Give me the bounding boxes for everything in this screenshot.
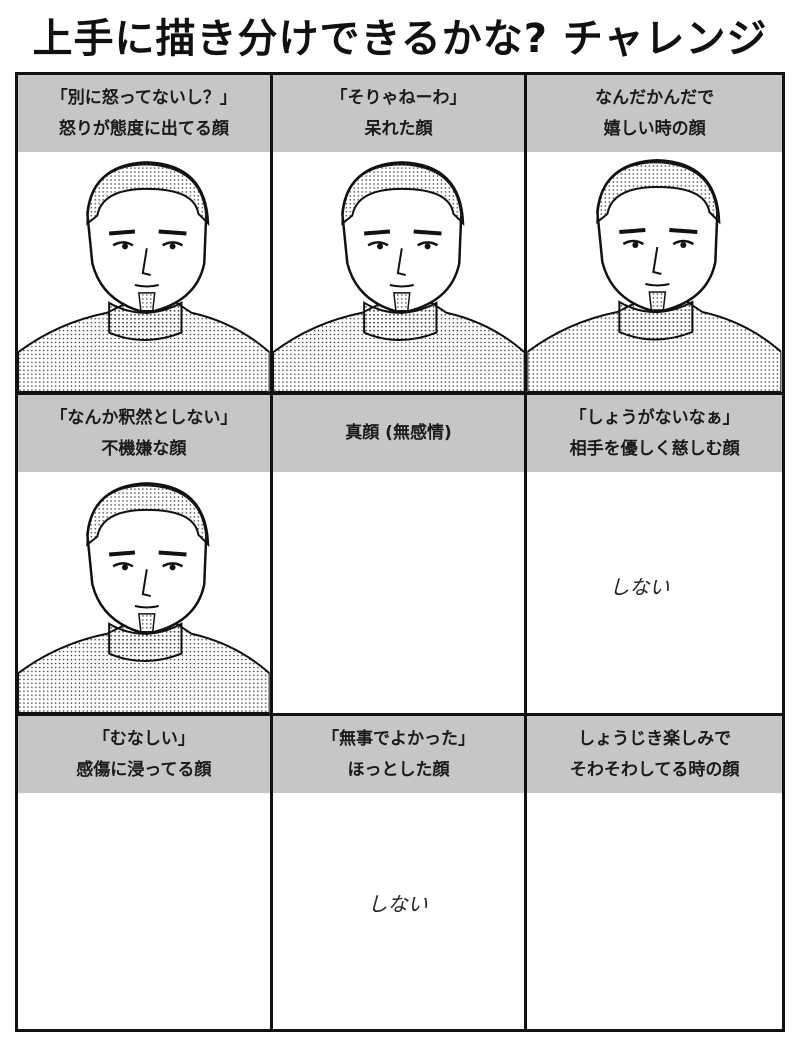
cell-angry: 「別に怒ってないし？」怒りが態度に出てる顔	[18, 75, 273, 395]
cell-header: 「しょうがないなぁ」相手を優しく慈しむ顔	[527, 395, 782, 472]
cell-exasperated: 「そりゃねーわ」呆れた顔	[272, 75, 528, 395]
cell-header: 「むなしい」感傷に浸ってる顔	[18, 716, 270, 793]
cell-quote: なんだかんだで	[595, 87, 715, 108]
cell-quote: 「むなしい」	[92, 728, 195, 749]
cell-quote: しょうじき楽しみで	[578, 728, 732, 749]
cell-caption: 怒りが態度に出てる顔	[58, 118, 229, 139]
cell-caption: ほっとした顔	[347, 759, 450, 780]
cell-quote: 「なんか釈然としない」	[50, 407, 238, 428]
page-title: 上手に描き分けできるかな? チャレンジ	[32, 16, 768, 62]
handwritten-note: しない	[367, 892, 428, 916]
cell-header: 「別に怒ってないし？」怒りが態度に出てる顔	[18, 75, 270, 152]
cell-header: なんだかんだで嬉しい時の顔	[527, 75, 782, 152]
challenge-grid: 「別に怒ってないし？」怒りが態度に出てる顔 「そりゃねーわ」呆れた顔 なんだかん…	[15, 72, 785, 1032]
cell-excited: しょうじき楽しみでそわそわしてる時の顔	[527, 716, 782, 1029]
cell-relieved: 「無事でよかった」ほっとした顔 しない	[272, 716, 528, 1029]
handwritten-note: しない	[609, 575, 670, 599]
cell-quote: 「そりゃねーわ」	[330, 87, 467, 108]
cell-quote: 「無事でよかった」	[321, 728, 475, 749]
cell-blank-face: 真顔 (無感情)	[272, 395, 528, 716]
face-drawing	[18, 472, 270, 713]
cell-header: 「なんか釈然としない」不機嫌な顔	[18, 395, 270, 472]
cell-caption: 嬉しい時の顔	[603, 118, 706, 139]
cell-header: 「そりゃねーわ」呆れた顔	[272, 75, 525, 152]
cell-caption: 不機嫌な顔	[101, 438, 187, 459]
cell-sentimental: 「むなしい」感傷に浸ってる顔	[18, 716, 273, 1029]
cell-header: 真顔 (無感情)	[272, 395, 525, 472]
cell-header: 「無事でよかった」ほっとした顔	[272, 716, 525, 793]
cell-caption: そわそわしてる時の顔	[569, 759, 740, 780]
cell-quote: 「別に怒ってないし？」	[50, 87, 237, 108]
cell-header: しょうじき楽しみでそわそわしてる時の顔	[527, 716, 782, 793]
cell-caption: 呆れた顔	[364, 118, 433, 139]
cell-quote: 真顔 (無感情)	[345, 423, 452, 443]
cell-affectionate: 「しょうがないなぁ」相手を優しく慈しむ顔 しない	[527, 395, 782, 716]
cell-caption: 感傷に浸ってる顔	[76, 759, 212, 780]
face-drawing	[273, 152, 525, 392]
cell-quote: 「しょうがないなぁ」	[569, 407, 740, 428]
cell-caption: 相手を優しく慈しむ顔	[569, 438, 740, 459]
face-drawing	[18, 152, 270, 392]
cell-displeased: 「なんか釈然としない」不機嫌な顔	[18, 395, 273, 716]
cell-happy: なんだかんだで嬉しい時の顔	[527, 75, 782, 395]
face-drawing	[527, 152, 782, 392]
